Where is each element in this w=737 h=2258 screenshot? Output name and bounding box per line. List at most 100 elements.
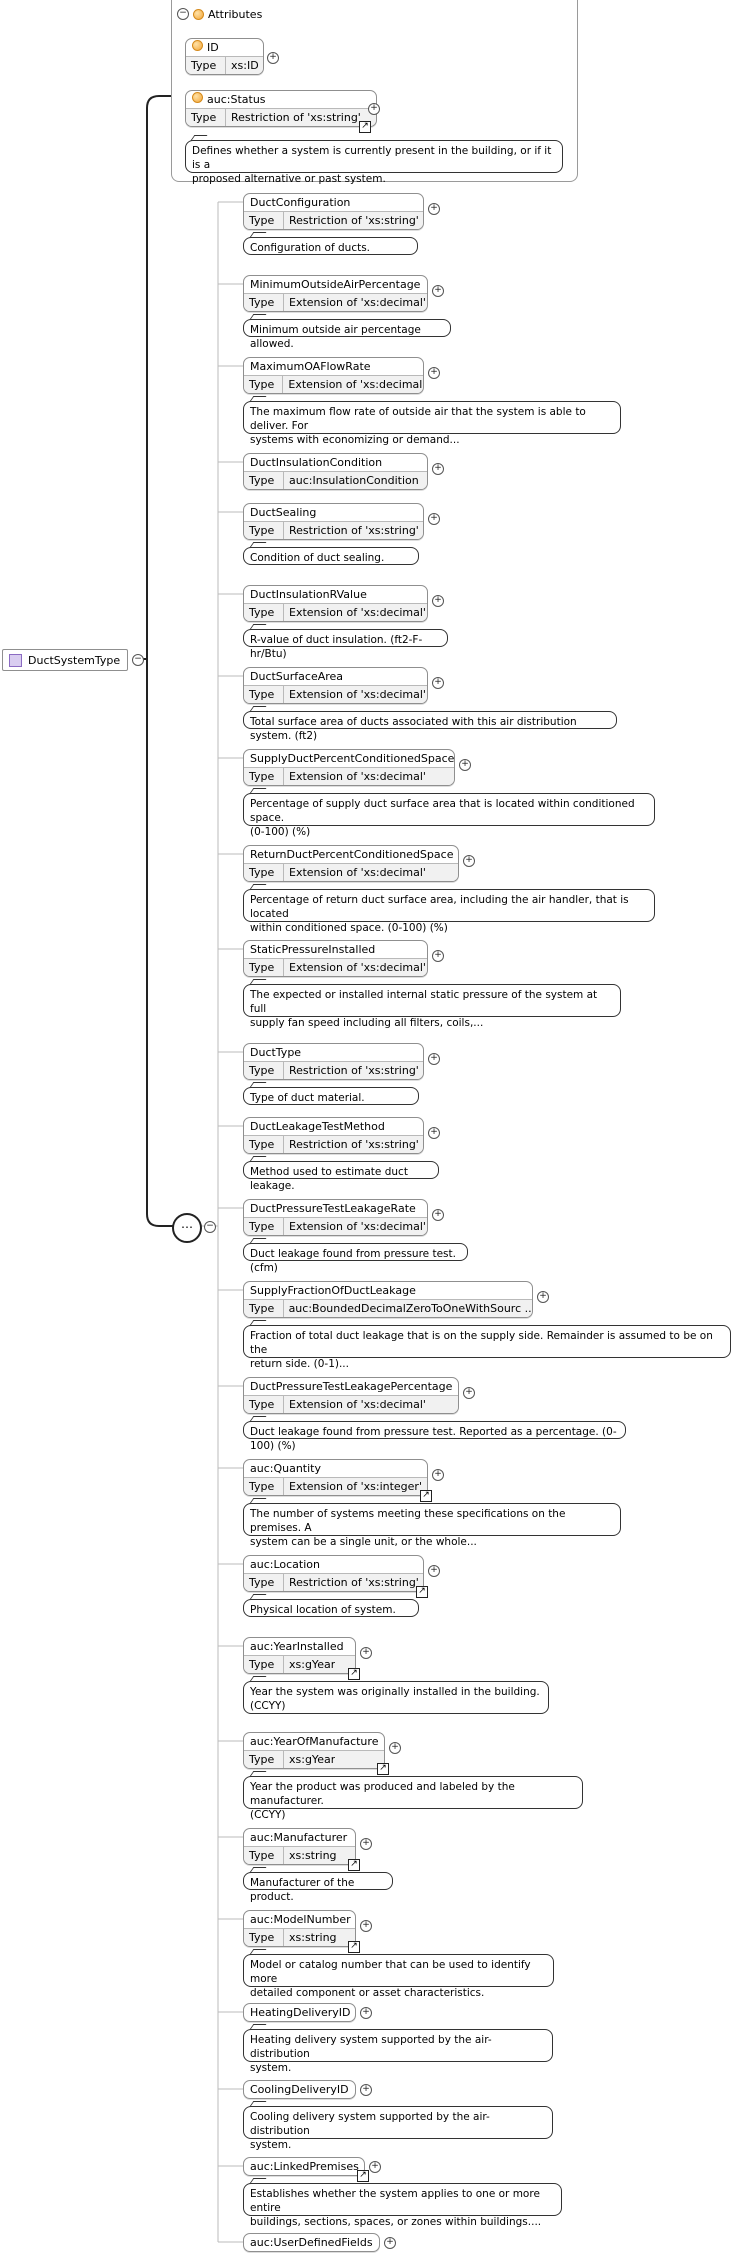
element-name: DuctPressureTestLeakagePercentage [250, 1380, 453, 1393]
attribute-id[interactable]: ID Type xs:ID [185, 38, 264, 75]
reference-arrow-icon[interactable]: ↗ [377, 1763, 389, 1775]
reference-arrow-icon[interactable]: ↗ [359, 121, 371, 133]
element-documentation: Year the product was produced and labele… [243, 1776, 583, 1821]
element-name: StaticPressureInstalled [250, 943, 376, 956]
type-value: Restriction of 'xs:string' [289, 1064, 419, 1077]
attribute-icon [193, 8, 204, 20]
expand-icon[interactable]: + [360, 2084, 372, 2096]
type-label: Type [244, 864, 284, 881]
expand-icon[interactable]: + [369, 2161, 381, 2173]
element-name: auc:Quantity [250, 1462, 322, 1475]
element-auc-linkedpremises[interactable]: auc:LinkedPremises [243, 2157, 365, 2176]
expand-icon[interactable]: + [432, 285, 444, 297]
reference-arrow-icon[interactable]: ↗ [348, 1859, 360, 1871]
element-documentation: Physical location of system. [243, 1599, 419, 1617]
attributes-collapse-icon[interactable]: − [177, 8, 189, 20]
type-value: auc:InsulationCondition [289, 474, 419, 487]
expand-icon[interactable]: + [384, 2237, 396, 2249]
sequence-compositor-icon[interactable]: ⋯ [172, 1213, 202, 1243]
type-value: Extension of 'xs:integer' [289, 1480, 422, 1493]
expand-icon[interactable]: + [432, 950, 444, 962]
type-value: Restriction of 'xs:string' [289, 214, 419, 227]
root-element-ducts-system-type[interactable]: DuctSystemType [2, 649, 128, 671]
element-documentation: R-value of duct insulation. (ft2-F-hr/Bt… [243, 629, 448, 660]
element-name: DuctLeakageTestMethod [250, 1120, 385, 1133]
type-value: Extension of 'xs:decimal' [289, 770, 426, 783]
type-label: Type [244, 522, 284, 539]
reference-arrow-icon[interactable]: ↗ [348, 1668, 360, 1680]
expand-icon[interactable]: + [432, 595, 444, 607]
expand-icon[interactable]: + [428, 367, 440, 379]
expand-icon[interactable]: + [267, 52, 279, 64]
expand-icon[interactable]: + [432, 1209, 444, 1221]
expand-icon[interactable]: + [463, 1387, 475, 1399]
expand-icon[interactable]: + [368, 103, 380, 115]
expand-icon[interactable]: + [432, 677, 444, 689]
expand-icon[interactable]: + [428, 203, 440, 215]
expand-icon[interactable]: + [360, 1838, 372, 1850]
element-name: CoolingDeliveryID [250, 2083, 349, 2096]
expand-icon[interactable]: + [389, 1742, 401, 1754]
expand-icon[interactable]: + [360, 2007, 372, 2019]
element-name: auc:YearOfManufacture [250, 1735, 379, 1748]
element-heatingdeliveryid[interactable]: HeatingDeliveryID [243, 2003, 356, 2022]
expand-icon[interactable]: + [428, 1565, 440, 1577]
type-value: Extension of 'xs:decimal' [289, 1398, 426, 1411]
root-collapse-icon[interactable]: − [132, 654, 144, 666]
attribute-auc-status[interactable]: auc:Status Type Restriction of 'xs:strin… [185, 90, 377, 127]
type-value: Extension of 'xs:decimal' [289, 606, 426, 619]
reference-arrow-icon[interactable]: ↗ [348, 1941, 360, 1953]
type-label: Type [244, 1656, 284, 1673]
type-label: Type [244, 1751, 284, 1768]
expand-icon[interactable]: + [428, 513, 440, 525]
expand-icon[interactable]: + [360, 1920, 372, 1932]
expand-icon[interactable]: + [360, 1647, 372, 1659]
expand-icon[interactable]: + [428, 1053, 440, 1065]
sequence-collapse-icon[interactable]: − [204, 1221, 216, 1233]
reference-arrow-icon[interactable]: ↗ [416, 1586, 428, 1598]
expand-icon[interactable]: + [537, 1291, 549, 1303]
type-label: Type [244, 1478, 284, 1495]
element-documentation: Year the system was originally installed… [243, 1681, 549, 1714]
element-coolingdeliveryid[interactable]: CoolingDeliveryID [243, 2080, 356, 2099]
expand-icon[interactable]: + [432, 1469, 444, 1481]
element-auc-userdefinedfields[interactable]: auc:UserDefinedFields [243, 2233, 380, 2252]
expand-icon[interactable]: + [459, 759, 471, 771]
element-documentation: Heating delivery system supported by the… [243, 2029, 553, 2074]
type-value: xs:gYear [289, 1753, 336, 1766]
expand-icon[interactable]: + [432, 463, 444, 475]
element-name: auc:UserDefinedFields [250, 2236, 373, 2249]
element-documentation: Duct leakage found from pressure test. R… [243, 1421, 626, 1452]
reference-arrow-icon[interactable]: ↗ [357, 2170, 369, 2182]
expand-icon[interactable]: + [428, 1127, 440, 1139]
element-documentation: Duct leakage found from pressure test. (… [243, 1243, 468, 1274]
type-label: Type [244, 212, 284, 229]
expand-icon[interactable]: + [463, 855, 475, 867]
reference-arrow-icon[interactable]: ↗ [420, 1490, 432, 1502]
